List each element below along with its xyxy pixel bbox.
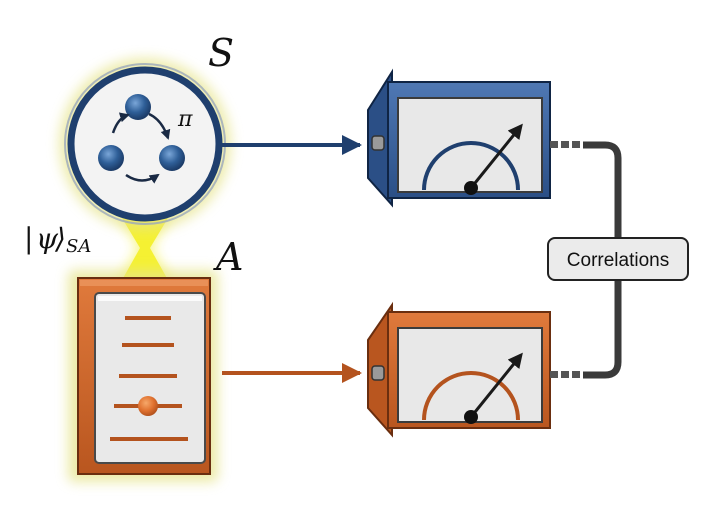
system-label: S [208, 31, 234, 75]
state-label: | ψ ⟩ SA [24, 222, 91, 257]
meter-pivot [464, 410, 478, 424]
correlations-box: Correlations [547, 237, 689, 281]
correlations-label: Correlations [567, 250, 669, 271]
state-ket-close: ⟩ [54, 222, 66, 255]
meter-dial [422, 141, 520, 191]
state-psi: ψ [36, 222, 59, 255]
apparatus-label: A [213, 235, 243, 279]
meter-input-port [371, 365, 385, 381]
particle-left [98, 145, 124, 171]
rotation-arrow-left [111, 112, 130, 134]
rotation-label: π [177, 107, 193, 132]
meter-pivot [464, 181, 478, 195]
meter-needle [469, 352, 523, 418]
system-meter [367, 68, 580, 208]
rotation-arrow-right [148, 112, 171, 140]
meter-needle [469, 123, 523, 189]
particle-right [159, 145, 185, 171]
apparatus-meter [367, 301, 580, 438]
system-ring [67, 66, 223, 222]
particle-top [125, 94, 151, 120]
meter-dial [422, 371, 520, 421]
apparatus-particle [138, 396, 158, 416]
entanglement-link [118, 214, 172, 282]
state-subscript: SA [66, 236, 91, 257]
system-s: π S [59, 31, 234, 230]
apparatus-a: A [68, 235, 243, 482]
state-ket-open: | [24, 222, 33, 255]
rotation-arrow-bottom [125, 173, 160, 184]
meter-input-port [371, 135, 385, 151]
